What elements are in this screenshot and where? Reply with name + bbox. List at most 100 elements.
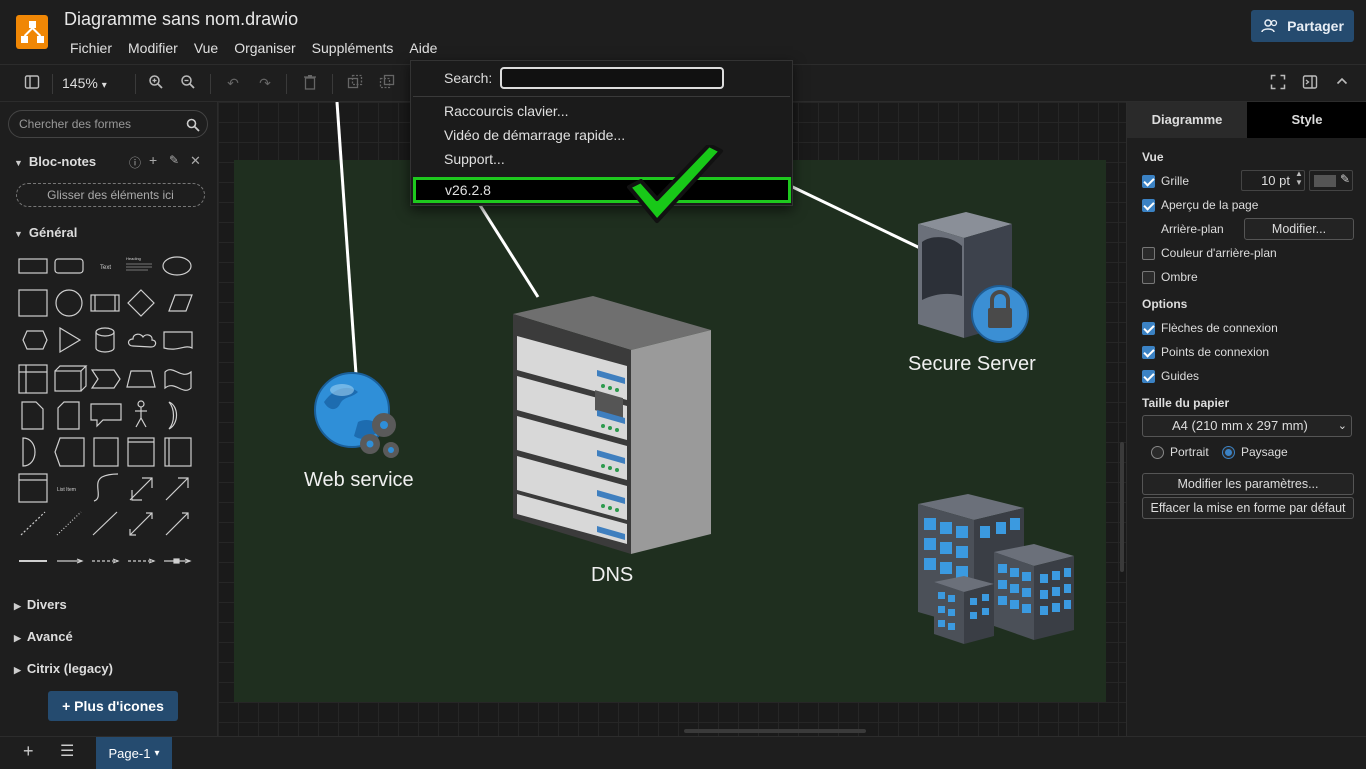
paper-size-select[interactable]: A4 (210 mm x 297 mm) ⌄ bbox=[1142, 415, 1352, 437]
landscape-radio[interactable] bbox=[1222, 445, 1235, 459]
more-icons-button[interactable]: + Plus d'icones bbox=[48, 691, 178, 721]
background-modify-button[interactable]: Modifier... bbox=[1244, 218, 1354, 240]
drawio-logo[interactable] bbox=[16, 15, 48, 49]
search-icon[interactable] bbox=[186, 118, 200, 132]
clear-default-style-button[interactable]: Effacer la mise en forme par défaut bbox=[1142, 497, 1354, 519]
add-page-icon[interactable]: + bbox=[23, 741, 34, 761]
grid-checkbox[interactable] bbox=[1142, 174, 1155, 188]
dns-label[interactable]: DNS bbox=[591, 564, 634, 586]
secure-server-label[interactable]: Secure Server bbox=[908, 353, 1036, 375]
zoom-dropdown[interactable]: 145% ▾ bbox=[62, 75, 107, 91]
delete-icon[interactable] bbox=[301, 74, 319, 92]
shadow-option[interactable]: Ombre bbox=[1142, 270, 1198, 284]
bg-color-checkbox[interactable] bbox=[1142, 246, 1155, 260]
tape-shape bbox=[164, 369, 192, 391]
general-title: Général bbox=[28, 225, 78, 240]
grid-size-input[interactable]: 10 pt bbox=[1241, 170, 1305, 191]
connection-points-option[interactable]: Points de connexion bbox=[1142, 345, 1269, 359]
shadow-checkbox[interactable] bbox=[1142, 270, 1155, 284]
zoom-in-icon[interactable] bbox=[147, 74, 165, 92]
connectors-layer bbox=[335, 102, 921, 375]
add-icon[interactable]: + bbox=[149, 152, 158, 168]
menu-supplements[interactable]: Suppléments bbox=[311, 40, 394, 56]
svg-text:Text: Text bbox=[100, 265, 111, 271]
menu-fichier[interactable]: Fichier bbox=[70, 40, 113, 56]
expanded-triangle-icon: ▼ bbox=[14, 229, 23, 239]
page-view-checkbox[interactable] bbox=[1142, 198, 1155, 212]
sidebar-toggle-icon[interactable] bbox=[23, 74, 41, 92]
web-service-icon[interactable] bbox=[314, 372, 410, 464]
menu-item-keyboard-shortcuts[interactable]: Raccourcis clavier... bbox=[444, 103, 569, 119]
edit-settings-button[interactable]: Modifier les paramètres... bbox=[1142, 473, 1354, 495]
secure-server-icon[interactable] bbox=[914, 210, 1030, 344]
office-buildings-icon[interactable] bbox=[916, 494, 1076, 644]
close-icon[interactable]: ✕ bbox=[190, 153, 201, 168]
connector-edge[interactable] bbox=[335, 102, 358, 375]
callout-shape bbox=[90, 403, 122, 428]
menu-item-version[interactable]: v26.2.8 bbox=[413, 177, 791, 203]
menu-modifier[interactable]: Modifier bbox=[128, 40, 178, 56]
eyedropper-icon[interactable]: ✎ bbox=[1340, 172, 1351, 186]
shape-search-input[interactable] bbox=[9, 111, 179, 137]
guides-option[interactable]: Guides bbox=[1142, 369, 1199, 383]
page-view-option[interactable]: Aperçu de la page bbox=[1142, 198, 1258, 212]
grid-option[interactable]: Grille bbox=[1142, 174, 1189, 188]
scratchpad-drop-zone[interactable]: Glisser des éléments ici bbox=[16, 183, 205, 207]
square-container-shape bbox=[93, 437, 119, 467]
diagram-canvas[interactable]: Web service DNS bbox=[218, 102, 1126, 736]
collapse-chevron-up-icon[interactable] bbox=[1333, 74, 1351, 92]
fullscreen-icon[interactable] bbox=[1269, 74, 1287, 92]
to-back-icon[interactable] bbox=[378, 74, 396, 92]
help-search-input[interactable] bbox=[500, 67, 724, 89]
redo-icon[interactable]: ↷ bbox=[259, 75, 271, 91]
avance-header[interactable]: ▶Avancé bbox=[14, 629, 73, 644]
document-shape bbox=[163, 331, 193, 350]
help-search-label: Search: bbox=[444, 70, 493, 86]
connector-edge[interactable] bbox=[476, 201, 540, 298]
to-front-icon[interactable] bbox=[346, 74, 364, 92]
vertical-scrollbar[interactable] bbox=[1120, 442, 1124, 572]
landscape-option[interactable]: Paysage bbox=[1222, 445, 1288, 459]
menu-organiser[interactable]: Organiser bbox=[234, 40, 296, 56]
collapsed-triangle-icon: ▶ bbox=[14, 601, 21, 611]
arrow-shape bbox=[165, 477, 189, 501]
divers-header[interactable]: ▶ Divers bbox=[14, 597, 67, 612]
document-title[interactable]: Diagramme sans nom.drawio bbox=[64, 9, 299, 29]
connection-arrows-checkbox[interactable] bbox=[1142, 321, 1155, 335]
divers-title: Divers bbox=[26, 597, 67, 612]
portrait-option[interactable]: Portrait bbox=[1151, 445, 1209, 459]
scratchpad-header[interactable]: ▼Bloc-notes bbox=[14, 154, 96, 169]
share-button[interactable]: Partager bbox=[1251, 10, 1354, 42]
tab-diagram[interactable]: Diagramme bbox=[1127, 102, 1247, 138]
directional-connector-shape bbox=[165, 512, 189, 536]
menu-vue[interactable]: Vue bbox=[193, 40, 219, 56]
portrait-radio[interactable] bbox=[1151, 445, 1164, 459]
grid-color-picker[interactable]: ✎ bbox=[1309, 170, 1353, 191]
toolbar-divider bbox=[135, 74, 136, 94]
format-panel-toggle-icon[interactable] bbox=[1301, 74, 1319, 92]
dns-server-icon[interactable] bbox=[511, 294, 713, 556]
edit-icon[interactable]: ✎ bbox=[169, 153, 180, 167]
general-shapes-palette[interactable]: Text Heading bbox=[12, 250, 212, 570]
page-tab[interactable]: Page-1 ▾ bbox=[96, 737, 172, 769]
pages-menu-icon[interactable]: ☰ bbox=[60, 743, 75, 760]
citrix-header[interactable]: ▶Citrix (legacy) bbox=[14, 661, 113, 676]
horizontal-scrollbar[interactable] bbox=[684, 729, 866, 733]
bg-color-option[interactable]: Couleur d'arrière-plan bbox=[1142, 246, 1277, 260]
connection-arrows-option[interactable]: Flèches de connexion bbox=[1142, 321, 1278, 335]
help-icon[interactable]: ⓘ bbox=[129, 156, 142, 170]
zoom-out-icon[interactable] bbox=[179, 74, 197, 92]
guides-checkbox[interactable] bbox=[1142, 369, 1155, 383]
app-header: Diagramme sans nom.drawio Fichier Modifi… bbox=[0, 0, 1366, 64]
tab-style[interactable]: Style bbox=[1247, 102, 1366, 138]
undo-icon[interactable]: ↶ bbox=[227, 75, 239, 91]
menu-item-support[interactable]: Support... bbox=[444, 151, 505, 167]
connection-points-checkbox[interactable] bbox=[1142, 345, 1155, 359]
general-header[interactable]: ▼ Général bbox=[14, 225, 77, 240]
square-shape bbox=[18, 289, 48, 317]
web-service-label[interactable]: Web service bbox=[304, 469, 414, 491]
stepper-icon[interactable]: ▲▼ bbox=[1295, 169, 1303, 187]
menu-item-quick-start-video[interactable]: Vidéo de démarrage rapide... bbox=[444, 127, 626, 143]
menu-aide[interactable]: Aide bbox=[409, 40, 438, 56]
connector-edge[interactable] bbox=[777, 178, 921, 250]
